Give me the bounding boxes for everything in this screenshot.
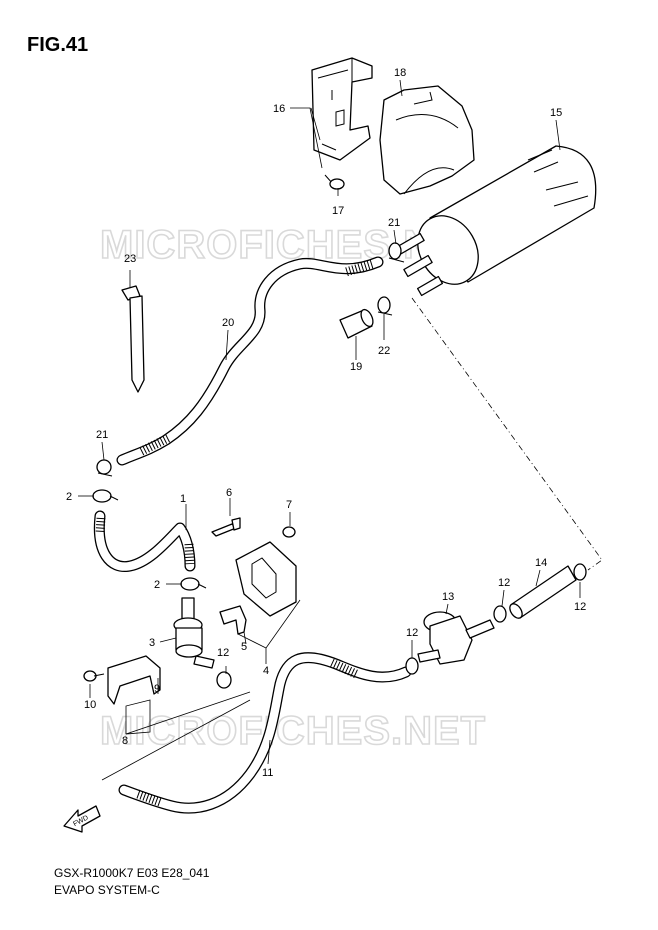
- callout-1: 1: [180, 493, 186, 505]
- valve-13: [417, 611, 495, 665]
- hose-1: [93, 510, 196, 573]
- cover-18: [379, 85, 475, 195]
- figure-title: FIG.41: [27, 34, 89, 56]
- footer-system-name: EVAPO SYSTEM-C: [54, 883, 160, 897]
- bracket-4: [235, 541, 297, 617]
- callout-12-mid: 12: [498, 577, 510, 589]
- callout-14: 14: [535, 557, 547, 569]
- clamp-21-top: [388, 242, 405, 263]
- footer-model-code: GSX-R1000K7 E03 E28_041: [54, 866, 210, 880]
- washer-7: [282, 526, 296, 538]
- callout-3: 3: [149, 637, 155, 649]
- callout-17: 17: [332, 205, 344, 217]
- fwd-arrow: FWD: [63, 805, 101, 833]
- clamp-12-right: [573, 563, 587, 581]
- callout-9: 9: [154, 683, 160, 695]
- canister-15: [395, 145, 597, 297]
- callout-20: 20: [222, 317, 234, 329]
- bolt-10: [83, 670, 105, 682]
- callout-18: 18: [394, 67, 406, 79]
- rivet-6: [211, 517, 241, 537]
- callout-21-bottom: 21: [96, 429, 108, 441]
- callout-13: 13: [442, 591, 454, 603]
- callout-8: 8: [122, 735, 128, 747]
- callout-7: 7: [286, 499, 292, 511]
- callout-23: 23: [124, 253, 136, 265]
- clamp-2-bottom: [180, 577, 207, 591]
- bracket-16: [311, 57, 373, 161]
- callout-15: 15: [550, 107, 562, 119]
- callout-4: 4: [263, 665, 269, 677]
- clamp-12-mid: [493, 605, 507, 623]
- callout-2-top: 2: [66, 491, 72, 503]
- connection-line-canister: [411, 297, 603, 571]
- callout-5: 5: [241, 641, 247, 653]
- hose-14: [509, 565, 577, 619]
- valve-3: [173, 597, 215, 669]
- clamp-21-bottom: [96, 459, 113, 477]
- callout-12-right: 12: [574, 601, 586, 613]
- hose-11: [118, 652, 412, 814]
- clamp-12-valve: [216, 671, 232, 689]
- bracket-9: [107, 655, 161, 705]
- watermark-bottom: MICROFICHES.NET: [100, 709, 486, 753]
- leader-lines: [78, 79, 581, 781]
- callout-2-bottom: 2: [154, 579, 160, 591]
- hose-20: [116, 256, 384, 466]
- cap-19: [339, 308, 374, 339]
- callout-22: 22: [378, 345, 390, 357]
- cable-tie-23: [121, 285, 145, 393]
- callout-21-top: 21: [388, 217, 400, 229]
- callout-6: 6: [226, 487, 232, 499]
- clamp-2-top: [92, 489, 119, 503]
- clip-5: [219, 605, 247, 635]
- screw-17: [324, 174, 345, 190]
- callout-labels: 16 18 15 17 21 23 20 22 19 21 2 1 6 7 2 …: [66, 67, 586, 779]
- callout-19: 19: [350, 361, 362, 373]
- clamp-12-left: [405, 657, 419, 675]
- callout-12-left: 12: [406, 627, 418, 639]
- callout-16: 16: [273, 103, 285, 115]
- clamp-22: [377, 296, 393, 316]
- callout-11: 11: [262, 767, 273, 779]
- callout-12-valve: 12: [217, 647, 229, 659]
- callout-10: 10: [84, 699, 96, 711]
